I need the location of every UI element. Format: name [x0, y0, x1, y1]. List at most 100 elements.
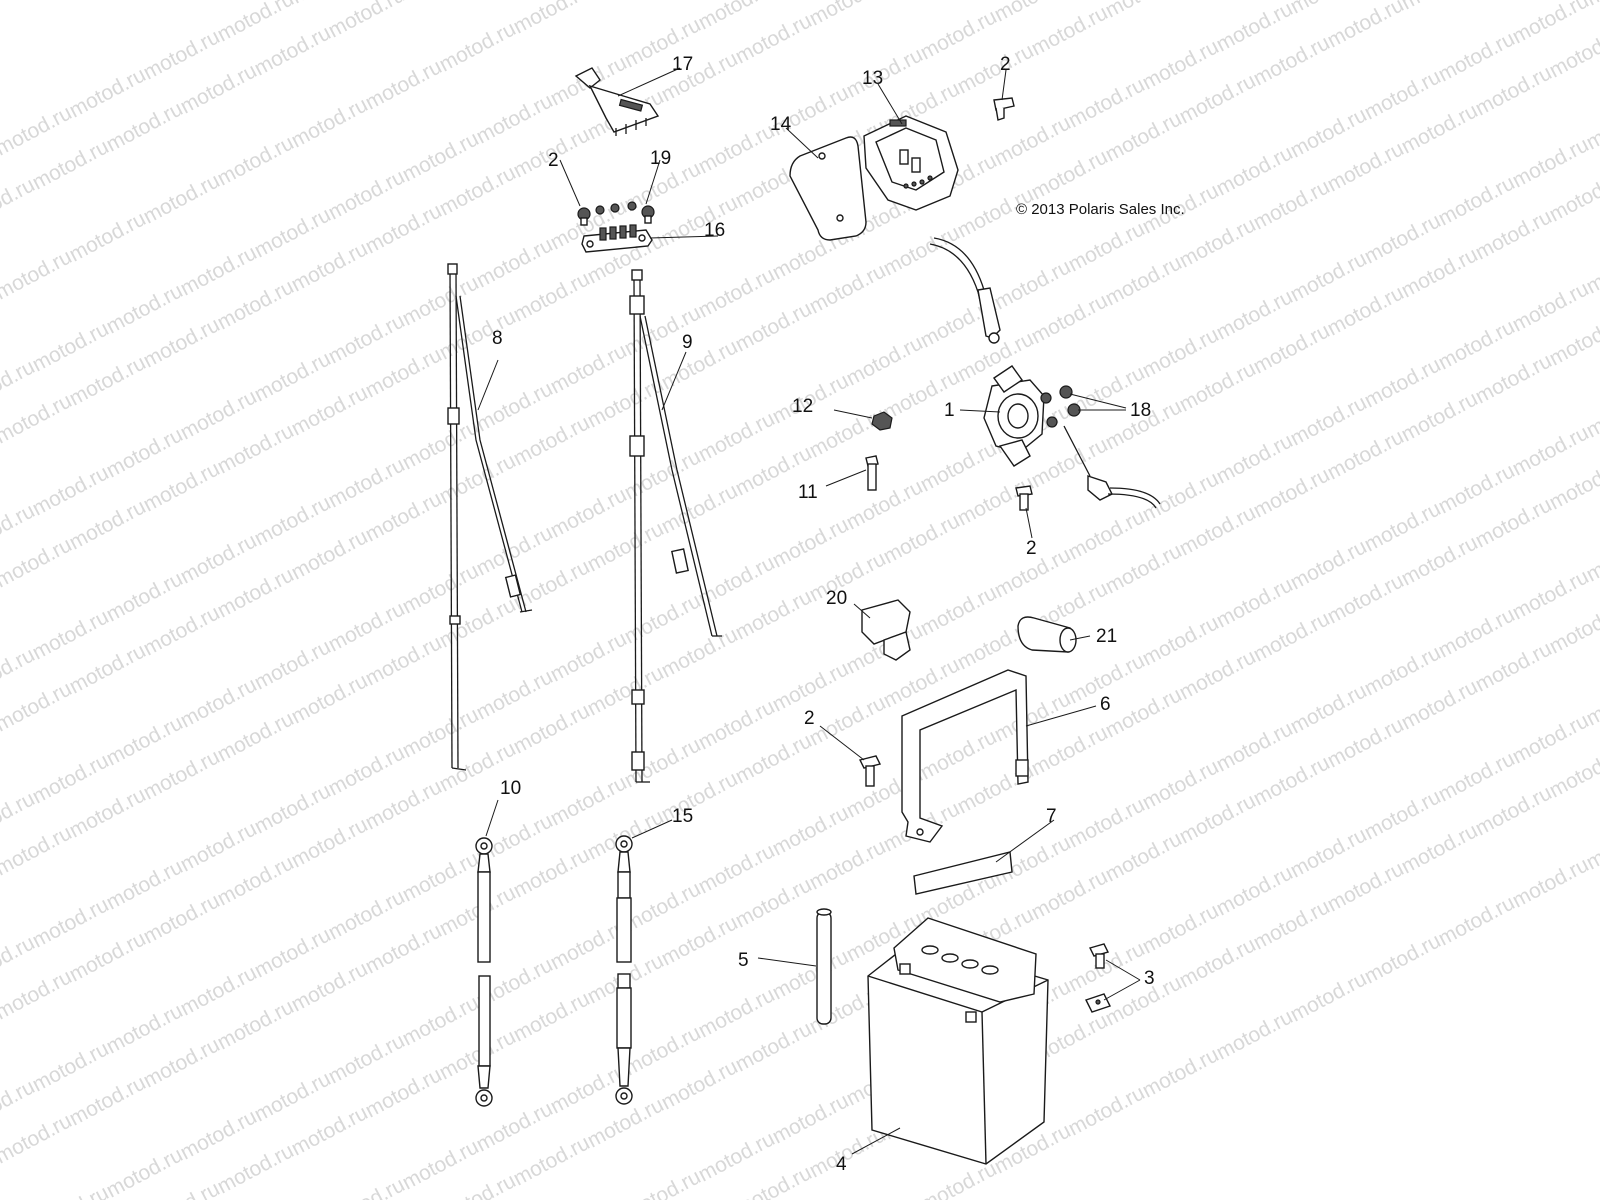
watermark-text: motod.ru: [325, 741, 409, 800]
watermark-text: motod.ru: [658, 911, 742, 970]
watermark-text: motod.ru: [214, 275, 298, 334]
watermark-text: motod.ru: [806, 547, 890, 606]
watermark-text: motod.ru: [806, 0, 890, 30]
callout-17: 17: [672, 54, 693, 75]
watermark-text: motod.ru: [1065, 217, 1149, 276]
watermark-text: motod.ru: [732, 297, 816, 356]
watermark-text: motod.ru: [1324, 281, 1408, 340]
watermark-text: motod.ru: [917, 725, 1001, 784]
watermark-text: motod.ru: [362, 55, 446, 114]
watermark-text: motod.ru: [325, 1173, 409, 1200]
watermark-text: motod.ru: [991, 111, 1075, 170]
watermark-text: motod.ru: [325, 309, 409, 368]
watermark-text: motod.ru: [1324, 569, 1408, 628]
watermark-text: motod.ru: [843, 331, 927, 390]
watermark-text: motod.ru: [1435, 459, 1519, 518]
watermark-text: motod.ru: [140, 457, 224, 516]
callout-6: 6: [1100, 694, 1111, 715]
watermark-text: motod.ru: [399, 847, 483, 906]
watermark-text: motod.ru: [1176, 933, 1260, 992]
watermark-text: motod.ru: [288, 957, 372, 1016]
leader-lines: [477, 67, 1141, 1155]
watermark-text: motod.ru: [510, 1131, 594, 1190]
watermark-text: motod.ru: [251, 203, 335, 262]
watermark-text: motod.ru: [140, 1033, 224, 1092]
watermark-text: motod.ru: [214, 707, 298, 766]
watermark-text: motod.ru: [399, 559, 483, 618]
watermark-text: motod.ru: [1509, 709, 1593, 768]
watermark-text: motod.ru: [436, 305, 520, 364]
watermark-text: motod.ru: [29, 461, 113, 520]
watermark-text: motod.ru: [769, 513, 853, 572]
watermark-text: motod.ru: [177, 241, 261, 300]
watermark-text: motod.ru: [1028, 721, 1112, 780]
part-17-fuse-puller: [574, 67, 660, 136]
watermark-text: motod.ru: [0, 677, 76, 736]
watermark-text: motod.ru: [917, 437, 1001, 496]
watermark-text: motod.ru: [621, 589, 705, 648]
watermark-text: motod.ru: [103, 279, 187, 338]
watermark-text: motod.ru: [1361, 497, 1445, 556]
callout-1: 1: [944, 400, 955, 421]
watermark-text: motod.ru: [658, 1055, 742, 1114]
watermark-text: motod.ru: [1213, 429, 1297, 488]
watermark-text: motod.ru: [1435, 603, 1519, 662]
watermark-text: motod.ru: [436, 161, 520, 220]
watermark-text: motod.ru: [1398, 531, 1482, 590]
watermark-text: motod.ru: [436, 593, 520, 652]
watermark-text: motod.ru: [1250, 607, 1334, 666]
watermark-text: motod.ru: [1287, 103, 1371, 162]
watermark-text: motod.ru: [1102, 683, 1186, 742]
watermark-text: motod.ru: [769, 1089, 853, 1148]
watermark-text: motod.ru: [399, 1135, 483, 1194]
watermark-text: motod.ru: [658, 47, 742, 106]
watermark-text: motod.ru: [1213, 141, 1297, 200]
watermark-text: motod.ru: [288, 381, 372, 440]
watermark-text: motod.ru: [1139, 611, 1223, 670]
watermark-text: motod.ru: [695, 119, 779, 178]
watermark-text: motod.ru: [695, 695, 779, 754]
watermark-text: motod.ru: [547, 339, 631, 398]
watermark-text: motod.ru: [140, 745, 224, 804]
watermark-text: motod.ru: [362, 775, 446, 834]
watermark-text: motod.ru: [473, 377, 557, 436]
watermark-text: motod.ru: [1361, 641, 1445, 700]
watermark-text: motod.ru: [584, 661, 668, 720]
watermark-text: motod.ru: [695, 839, 779, 898]
watermark-text: motod.ru: [288, 1101, 372, 1160]
watermark-text: motod.ru: [658, 479, 742, 538]
watermark-text: motod.ru: [880, 221, 964, 280]
watermark-text: motod.ru: [954, 39, 1038, 98]
watermark-text: motod.ru: [1324, 0, 1408, 52]
watermark-text: motod.ru: [0, 1109, 76, 1168]
callout-19: 19: [650, 148, 671, 169]
watermark-text: motod.ru: [769, 945, 853, 1004]
watermark-text: motod.ru: [1213, 717, 1297, 776]
callout-9: 9: [682, 332, 693, 353]
watermark-text: motod.ru: [399, 271, 483, 330]
watermark-text: motod.ru: [251, 491, 335, 550]
watermark-text: motod.ru: [1324, 857, 1408, 916]
watermark-text: motod.ru: [1509, 277, 1593, 336]
watermark-text: motod.ru: [1102, 0, 1186, 22]
watermark-text: motod.ru: [0, 101, 76, 160]
watermark-text: motod.ru: [1583, 0, 1600, 10]
watermark-text: motod.ru: [1102, 827, 1186, 886]
watermark-text: motod.ru: [1472, 61, 1556, 120]
callout-3: 3: [1144, 968, 1155, 989]
watermark-text: motod.ru: [658, 623, 742, 682]
watermark-text: motod.ru: [214, 131, 298, 190]
part-8-cable: [447, 263, 533, 771]
watermark-text: motod.ru: [214, 563, 298, 622]
watermark-text: motod.ru: [1139, 323, 1223, 382]
watermark-text: motod.ru: [732, 729, 816, 788]
watermark-text: motod.ru: [991, 255, 1075, 314]
watermark-text: motod.ru: [251, 779, 335, 838]
watermark-text: motod.ru: [621, 1165, 705, 1200]
watermark-text: motod.ru: [843, 475, 927, 534]
watermark-text: motod.ru: [1546, 167, 1600, 226]
watermark-text: motod.ru: [140, 25, 224, 84]
watermark-text: motod.ru: [251, 347, 335, 406]
watermark-text: motod.ru: [1546, 743, 1600, 802]
watermark-text: motod.ru: [658, 191, 742, 250]
